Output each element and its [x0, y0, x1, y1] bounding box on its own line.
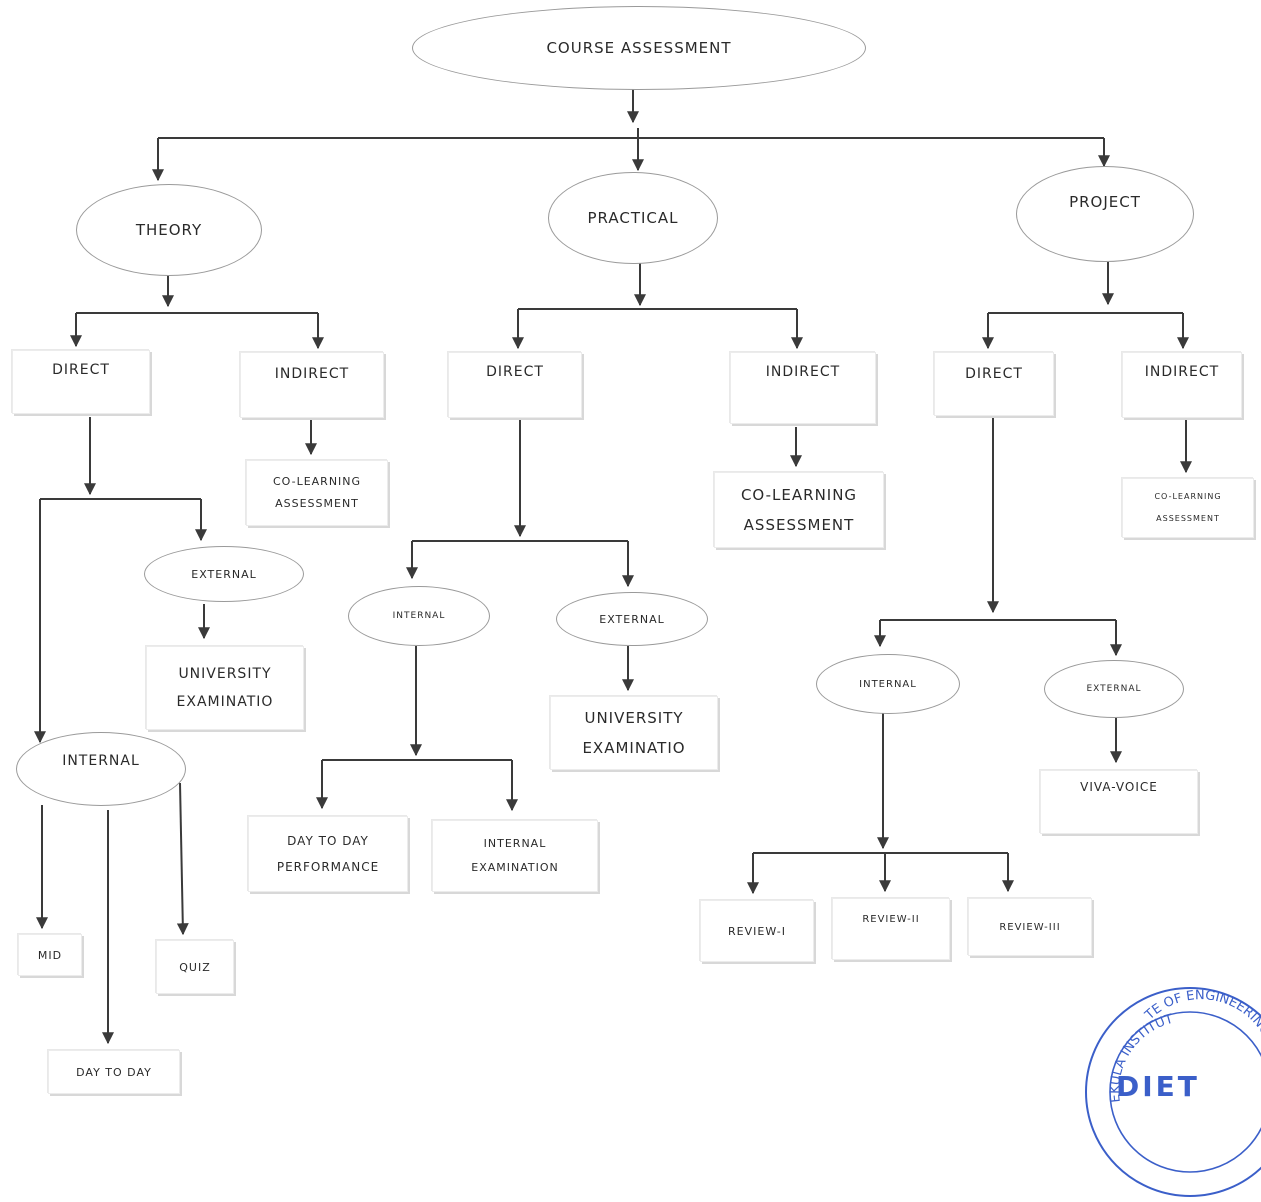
practical-internalexam-line2: EXAMINATION — [471, 861, 559, 874]
theory-colearning-node: CO-LEARNING ASSESSMENT — [246, 460, 388, 526]
project-review3-node: REVIEW-III — [968, 898, 1092, 956]
theory-daytoday-node: DAY TO DAY — [48, 1050, 180, 1094]
practical-university-line1: UNIVERSITY — [584, 709, 684, 727]
project-external-label: EXTERNAL — [1086, 684, 1142, 694]
project-external-node: EXTERNAL — [1044, 660, 1184, 718]
seal-name: DIET — [1116, 1070, 1200, 1103]
practical-external-node: EXTERNAL — [556, 592, 708, 646]
theory-university-line2: EXAMINATIO — [176, 694, 274, 710]
project-viva-label: VIVA-VOICE — [1080, 780, 1158, 794]
theory-university-line1: UNIVERSITY — [178, 666, 272, 682]
practical-university-node: UNIVERSITY EXAMINATIO — [550, 696, 718, 770]
theory-quiz-node: QUIZ — [156, 940, 234, 994]
practical-daytoday-node: DAY TO DAY PERFORMANCE — [248, 816, 408, 892]
connector-lines — [34, 84, 1192, 1045]
theory-quiz-label: QUIZ — [179, 960, 211, 974]
project-review2-label: REVIEW-II — [862, 914, 920, 925]
project-colearning-node: CO-LEARNING ASSESSMENT — [1122, 478, 1254, 538]
course-assessment-node: COURSE ASSESSMENT — [412, 6, 866, 90]
project-direct-node: DIRECT — [934, 352, 1054, 416]
theory-university-node: UNIVERSITY EXAMINATIO — [146, 646, 304, 730]
project-viva-node: VIVA-VOICE — [1040, 770, 1198, 834]
theory-colearning-line2: ASSESSMENT — [275, 497, 359, 510]
theory-label: THEORY — [135, 221, 203, 239]
practical-node: PRACTICAL — [548, 172, 718, 264]
practical-daytoday-line2: PERFORMANCE — [276, 860, 380, 874]
theory-external-node: EXTERNAL — [144, 546, 304, 602]
project-direct-label: DIRECT — [965, 366, 1023, 382]
project-colearning-line1: CO-LEARNING — [1154, 492, 1222, 501]
theory-external-label: EXTERNAL — [191, 567, 257, 581]
project-colearning-line2: ASSESSMENT — [1156, 514, 1220, 523]
practical-indirect-label: INDIRECT — [765, 364, 841, 380]
project-review2-node: REVIEW-II — [832, 898, 950, 960]
project-review1-node: REVIEW-I — [700, 900, 814, 962]
practical-daytoday-line1: DAY TO DAY — [287, 834, 369, 848]
course-assessment-label: COURSE ASSESSMENT — [546, 39, 732, 57]
project-indirect-node: INDIRECT — [1122, 352, 1242, 418]
connector-theory-quiz — [176, 782, 189, 936]
theory-node: THEORY — [76, 184, 262, 276]
institute-seal: EKULA INSTITUTE TE OF ENGINEERING DIET — [1080, 982, 1261, 1197]
theory-mid-node: MID — [18, 934, 82, 976]
theory-daytoday-label: DAY TO DAY — [76, 1065, 152, 1079]
theory-mid-label: MID — [37, 948, 63, 962]
practical-internalexam-node: INTERNAL EXAMINATION — [432, 820, 598, 892]
project-label: PROJECT — [1069, 193, 1141, 211]
practical-colearning-node: CO-LEARNING ASSESSMENT — [714, 472, 884, 548]
theory-direct-node: DIRECT — [12, 350, 150, 414]
practical-indirect-node: INDIRECT — [730, 352, 876, 424]
project-review3-label: REVIEW-III — [999, 921, 1061, 933]
project-node: PROJECT — [1016, 166, 1194, 262]
theory-indirect-label: INDIRECT — [274, 366, 350, 382]
theory-internal-label: INTERNAL — [62, 753, 140, 769]
theory-colearning-line1: CO-LEARNING — [272, 475, 362, 488]
practical-colearning-line1: CO-LEARNING — [740, 486, 858, 504]
practical-colearning-line2: ASSESSMENT — [743, 516, 855, 534]
project-internal-label: INTERNAL — [859, 678, 917, 690]
practical-internal-label: INTERNAL — [392, 611, 446, 621]
project-internal-node: INTERNAL — [816, 654, 960, 714]
practical-label: PRACTICAL — [587, 209, 679, 227]
theory-direct-label: DIRECT — [52, 362, 110, 378]
practical-university-line2: EXAMINATIO — [582, 739, 686, 757]
theory-indirect-node: INDIRECT — [240, 352, 384, 418]
project-indirect-label: INDIRECT — [1144, 364, 1220, 380]
practical-external-label: EXTERNAL — [599, 612, 665, 626]
project-review1-label: REVIEW-I — [728, 924, 786, 938]
theory-internal-node: INTERNAL — [16, 732, 186, 806]
practical-direct-node: DIRECT — [448, 352, 582, 418]
practical-internal-node: INTERNAL — [348, 586, 490, 646]
practical-direct-label: DIRECT — [486, 364, 544, 380]
practical-internalexam-line1: INTERNAL — [483, 837, 547, 850]
assessment-flowchart: COURSE ASSESSMENT THEORY DIRECT INDIRECT… — [12, 6, 1261, 1197]
